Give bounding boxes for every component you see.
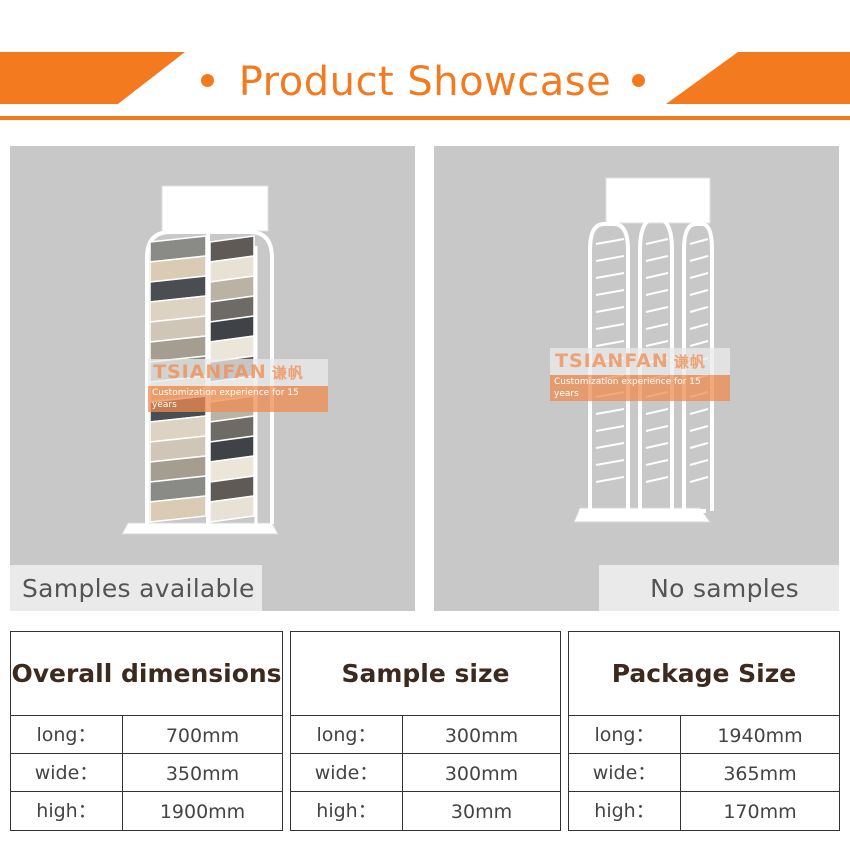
dimension-value: 365mm <box>723 763 797 785</box>
rack-hook <box>645 442 669 449</box>
dimension-value: 300mm <box>444 763 519 785</box>
rack-hook <box>595 306 625 313</box>
rack-hook <box>689 289 709 296</box>
watermark-brand: TSIANFAN <box>153 361 267 383</box>
rack-hook <box>645 323 669 330</box>
rack-hook <box>595 459 625 466</box>
table-row: long： 700mm <box>11 716 282 754</box>
watermark-brand: TSIANFAN <box>555 350 669 372</box>
rack-hook <box>595 323 625 330</box>
rack-hook <box>689 255 709 262</box>
rack-hook <box>645 459 669 466</box>
rack-hook <box>645 306 669 313</box>
watermark-brand-cn: 谦帆 <box>673 353 706 371</box>
dimension-label: wide： <box>569 754 681 791</box>
sample-size-table: Sample size long： 300mm wide： 300mm high… <box>290 631 561 831</box>
dimension-value: 700mm <box>165 725 240 747</box>
dimension-label: high： <box>11 792 123 830</box>
rack-hook <box>595 255 625 262</box>
dimension-label: long： <box>11 716 123 753</box>
dimension-value: 350mm <box>165 763 240 785</box>
watermark-tagline: Customization experience for 15 years <box>148 386 328 412</box>
rack-hook <box>645 408 669 415</box>
dimension-label: wide： <box>11 754 123 791</box>
rack-hook <box>595 442 625 449</box>
table-row: wide： 350mm <box>11 754 282 792</box>
rack-hook <box>595 476 625 483</box>
dimension-label: long： <box>291 716 403 753</box>
table-row: wide： 365mm <box>569 754 839 792</box>
dimension-value: 30mm <box>450 801 513 823</box>
product-image-with-samples: TSIANFAN 谦帆 Customization experience for… <box>10 146 415 611</box>
overall-dimensions-table: Overall dimensions long： 700mm wide： 350… <box>10 631 283 831</box>
table-row: high： 170mm <box>569 792 839 830</box>
table-row: high： 30mm <box>291 792 560 830</box>
table-row: wide： 300mm <box>291 754 560 792</box>
bullet-dot-right <box>632 74 645 87</box>
rack-hook <box>689 425 709 432</box>
package-size-table: Package Size long： 1940mm wide： 365mm hi… <box>568 631 840 831</box>
rack-hook <box>689 476 709 483</box>
rack-hook <box>689 340 709 347</box>
dimension-label: long： <box>569 716 681 753</box>
sample-tile <box>209 495 255 523</box>
table-row: long： 300mm <box>291 716 560 754</box>
rack-hook <box>645 255 669 262</box>
dimension-label: high： <box>291 792 403 830</box>
dimension-label: wide： <box>291 754 403 791</box>
rack-hook <box>689 323 709 330</box>
rack-hook <box>645 289 669 296</box>
table-row: high： 1900mm <box>11 792 282 830</box>
rack-hook <box>645 476 669 483</box>
banner-decoration <box>0 52 850 120</box>
watermark-brand-cn: 谦帆 <box>271 364 304 382</box>
rack-hook <box>689 442 709 449</box>
rack-hook <box>595 289 625 296</box>
caption-samples-available: Samples available <box>10 565 262 611</box>
watermark-tagline: Customization experience for 15 years <box>550 375 730 401</box>
dimension-value: 170mm <box>723 801 797 823</box>
rack-hook <box>689 272 709 279</box>
rack-hook <box>595 408 625 415</box>
table-title: Package Size <box>569 632 839 716</box>
dimension-value: 1940mm <box>717 725 803 747</box>
rack-hook <box>689 459 709 466</box>
rack-hook <box>645 340 669 347</box>
page-title: Product Showcase <box>238 59 612 105</box>
rack-hook <box>689 238 709 245</box>
dimension-value: 1900mm <box>159 801 246 823</box>
product-image-no-samples: TSIANFAN 谦帆 Customization experience for… <box>434 146 839 611</box>
rack-hook <box>645 238 669 245</box>
dimension-value: 300mm <box>444 725 519 747</box>
rack-hook <box>689 408 709 415</box>
rack-hook <box>595 272 625 279</box>
bullet-dot-left <box>201 74 214 87</box>
table-row: long： 1940mm <box>569 716 839 754</box>
rack-hook <box>689 306 709 313</box>
header-banner: Product Showcase <box>0 0 850 130</box>
brand-watermark: TSIANFAN 谦帆 Customization experience for… <box>550 348 730 401</box>
table-title: Sample size <box>291 632 560 716</box>
sample-tile <box>149 495 207 523</box>
rack-hook <box>645 272 669 279</box>
caption-no-samples: No samples <box>599 565 839 611</box>
rack-hook <box>595 340 625 347</box>
table-title: Overall dimensions <box>11 632 282 716</box>
rack-hook <box>595 425 625 432</box>
dimension-label: high： <box>569 792 681 830</box>
brand-watermark: TSIANFAN 谦帆 Customization experience for… <box>148 359 328 412</box>
rack-hook <box>645 425 669 432</box>
rack-hook <box>595 238 625 245</box>
